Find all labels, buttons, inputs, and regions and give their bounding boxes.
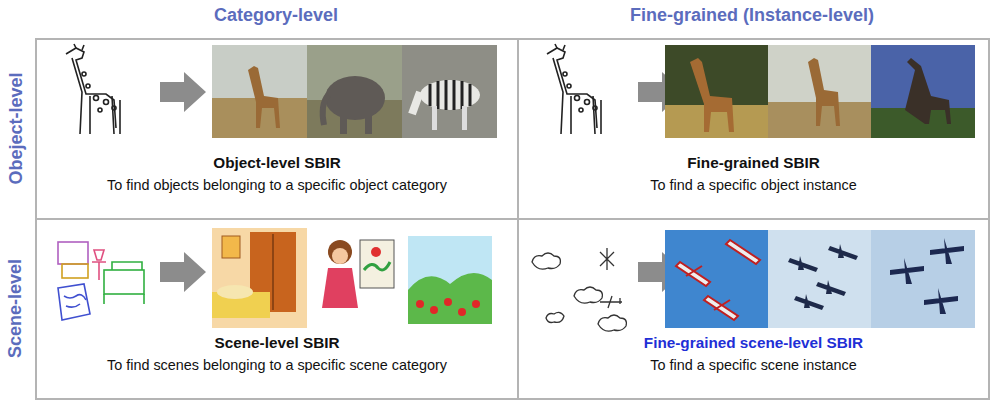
scene-sketch bbox=[532, 248, 626, 331]
row-header: Obeject-level bbox=[6, 72, 27, 184]
giraffe-sketch bbox=[66, 44, 120, 134]
arrow-icon bbox=[160, 72, 206, 112]
room-sketch bbox=[58, 242, 144, 320]
cell-text: Fine-grained scene-level SBIRTo find a s… bbox=[519, 332, 988, 376]
arrow-icon bbox=[160, 252, 206, 292]
cell-description: To find a specific object instance bbox=[519, 174, 988, 196]
row-header: Scene-level bbox=[6, 258, 27, 357]
column-header: Fine-grained (Instance-level) bbox=[630, 5, 874, 26]
cell-title: Scene-level SBIR bbox=[37, 332, 517, 354]
cell-text: Scene-level SBIRTo find scenes belonging… bbox=[37, 332, 517, 376]
giraffe-sketch bbox=[547, 44, 601, 134]
photo-strip bbox=[665, 45, 975, 138]
grid-cell: Scene-level SBIRTo find scenes belonging… bbox=[35, 218, 519, 400]
cell-text: Fine-grained SBIRTo find a specific obje… bbox=[519, 152, 988, 196]
cell-title: Fine-grained SBIR bbox=[519, 152, 988, 174]
grid-cell: Object-level SBIRTo find objects belongi… bbox=[35, 38, 519, 220]
grid-cell: Fine-grained SBIRTo find a specific obje… bbox=[517, 38, 990, 220]
photo-strip bbox=[212, 228, 497, 328]
column-header: Category-level bbox=[214, 5, 338, 26]
cell-text: Object-level SBIRTo find objects belongi… bbox=[37, 152, 517, 196]
cell-description: To find scenes belonging to a specific s… bbox=[37, 354, 517, 376]
cell-description: To find a specific scene instance bbox=[519, 354, 988, 376]
cell-title: Fine-grained scene-level SBIR bbox=[519, 332, 988, 354]
grid-cell: Fine-grained scene-level SBIRTo find a s… bbox=[517, 218, 990, 400]
cell-description: To find objects belonging to a specific … bbox=[37, 174, 517, 196]
cell-title: Object-level SBIR bbox=[37, 152, 517, 174]
photo-strip bbox=[665, 230, 975, 328]
photo-strip bbox=[212, 45, 497, 138]
